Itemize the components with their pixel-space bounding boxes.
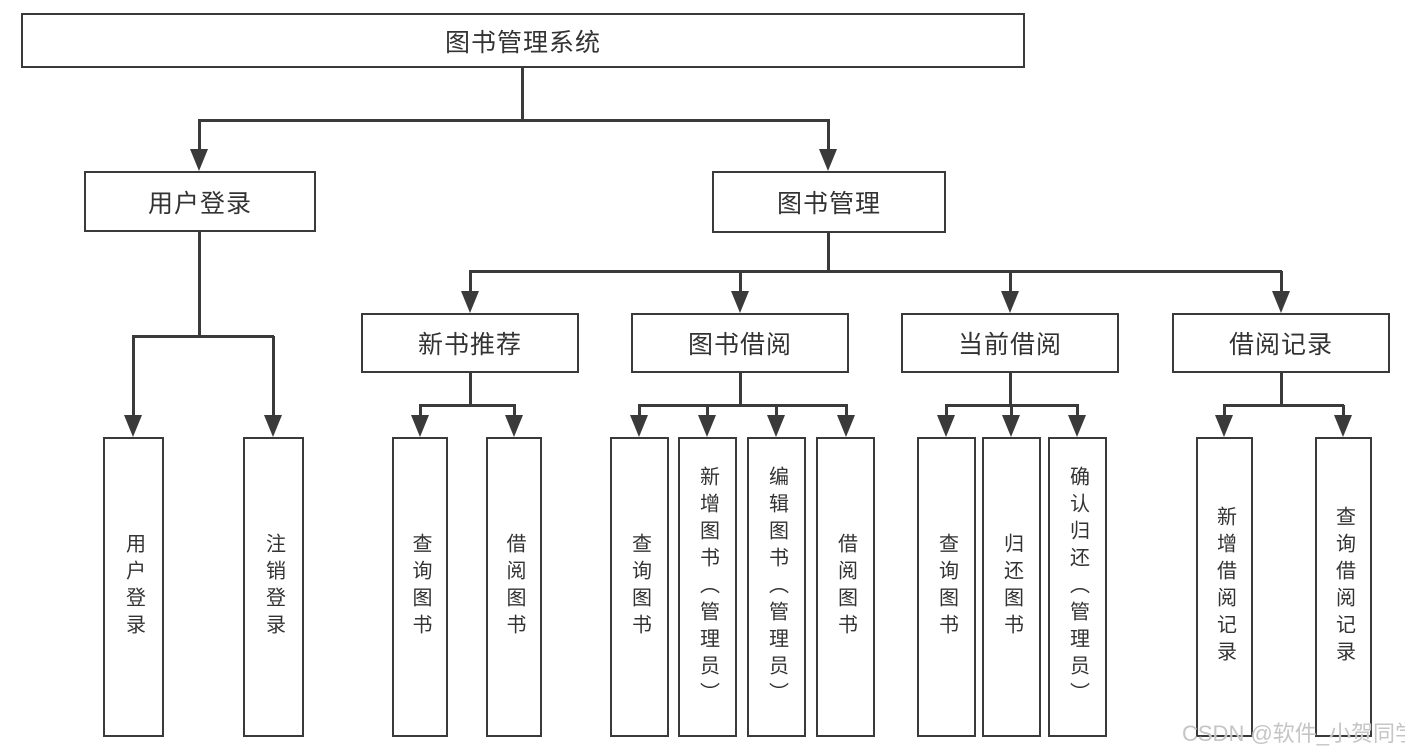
leaf-user-login: 用户登录 bbox=[103, 437, 164, 737]
node-label: 当前借阅 bbox=[957, 331, 1062, 359]
leaf-return-books: 归还图书 bbox=[982, 437, 1041, 737]
leaf-label: 编辑图书（管理员） bbox=[765, 465, 788, 709]
csdn-watermark: CSDN @软件_小贺同学 bbox=[1182, 721, 1405, 746]
node-label: 图书管理系统 bbox=[444, 28, 601, 57]
arrow-down-icon bbox=[1001, 291, 1019, 313]
leaf-confirm-return-admin: 确认归还（管理员） bbox=[1048, 437, 1107, 737]
leaf-label: 确认归还（管理员） bbox=[1066, 465, 1089, 709]
node-label: 图书借阅 bbox=[687, 331, 792, 359]
connector-line bbox=[198, 119, 830, 122]
node-book-management: 图书管理 bbox=[712, 171, 946, 233]
node-current-borrowing: 当前借阅 bbox=[901, 313, 1119, 373]
connector-line bbox=[272, 336, 275, 417]
node-user-login: 用户登录 bbox=[84, 171, 316, 232]
leaf-add-borrow-record: 新增借阅记录 bbox=[1196, 437, 1253, 737]
leaf-label: 借阅图书 bbox=[503, 533, 525, 641]
connector-line bbox=[469, 270, 1282, 273]
arrow-down-icon bbox=[837, 415, 855, 437]
arrow-down-icon bbox=[1002, 415, 1020, 437]
node-label: 新书推荐 bbox=[417, 331, 522, 359]
leaf-query-books: 查询图书 bbox=[392, 437, 448, 737]
leaf-borrow-books: 借阅图书 bbox=[816, 437, 875, 737]
connector-line bbox=[827, 233, 830, 272]
arrow-down-icon bbox=[190, 149, 208, 171]
connector-line bbox=[827, 120, 830, 152]
connector-line bbox=[739, 271, 742, 293]
connector-line bbox=[1280, 373, 1283, 406]
leaf-label: 查询图书 bbox=[628, 533, 651, 641]
connector-line bbox=[1223, 404, 1344, 407]
connector-line bbox=[419, 404, 516, 407]
node-book-borrowing: 图书借阅 bbox=[631, 313, 849, 373]
arrow-down-icon bbox=[1272, 291, 1290, 313]
arrow-down-icon bbox=[505, 415, 523, 437]
connector-line bbox=[1280, 271, 1283, 293]
leaf-label: 查询借阅记录 bbox=[1332, 506, 1355, 668]
connector-line bbox=[638, 404, 848, 407]
leaf-label: 借阅图书 bbox=[834, 533, 857, 641]
arrow-down-icon bbox=[937, 415, 955, 437]
arrow-down-icon bbox=[1215, 415, 1233, 437]
connector-line bbox=[198, 120, 201, 152]
leaf-label: 新增借阅记录 bbox=[1213, 506, 1236, 668]
node-borrowing-records: 借阅记录 bbox=[1172, 313, 1390, 373]
leaf-label: 注销登录 bbox=[262, 533, 285, 641]
arrow-down-icon bbox=[630, 415, 648, 437]
connector-line bbox=[1009, 271, 1012, 293]
leaf-query-books: 查询图书 bbox=[917, 437, 976, 737]
leaf-label: 新增图书（管理员） bbox=[696, 465, 719, 709]
connector-line bbox=[132, 336, 135, 417]
connector-line bbox=[419, 405, 422, 417]
arrow-down-icon bbox=[1334, 415, 1352, 437]
leaf-query-books: 查询图书 bbox=[610, 437, 669, 737]
leaf-label: 查询图书 bbox=[409, 533, 431, 641]
arrow-down-icon bbox=[731, 291, 749, 313]
connector-line bbox=[198, 232, 201, 337]
leaf-logout: 注销登录 bbox=[243, 437, 304, 737]
leaf-label: 查询图书 bbox=[935, 533, 958, 641]
connector-line bbox=[513, 405, 516, 417]
connector-line bbox=[775, 405, 778, 417]
leaf-borrow-books: 借阅图书 bbox=[486, 437, 542, 737]
connector-line bbox=[1076, 405, 1079, 417]
connector-line bbox=[469, 373, 472, 406]
connector-line bbox=[132, 335, 274, 338]
node-label: 图书管理 bbox=[776, 190, 881, 218]
arrow-down-icon bbox=[767, 415, 785, 437]
connector-line bbox=[706, 405, 709, 417]
leaf-add-books-admin: 新增图书（管理员） bbox=[678, 437, 737, 737]
node-label: 借阅记录 bbox=[1228, 331, 1333, 359]
connector-line bbox=[1342, 405, 1345, 417]
connector-line bbox=[469, 271, 472, 293]
leaf-label: 归还图书 bbox=[1000, 533, 1023, 641]
connector-line bbox=[1010, 405, 1013, 417]
connector-line bbox=[1223, 405, 1226, 417]
arrow-down-icon bbox=[698, 415, 716, 437]
arrow-down-icon bbox=[1068, 415, 1086, 437]
connector-line bbox=[521, 68, 524, 121]
connector-line bbox=[845, 405, 848, 417]
leaf-edit-books-admin: 编辑图书（管理员） bbox=[747, 437, 806, 737]
arrow-down-icon bbox=[411, 415, 429, 437]
arrow-down-icon bbox=[819, 149, 837, 171]
leaf-query-borrow-record: 查询借阅记录 bbox=[1315, 437, 1372, 737]
connector-line bbox=[945, 405, 948, 417]
arrow-down-icon bbox=[264, 415, 282, 437]
arrow-down-icon bbox=[461, 291, 479, 313]
connector-line bbox=[638, 405, 641, 417]
node-new-book-recommendation: 新书推荐 bbox=[361, 313, 579, 373]
node-library-management-system: 图书管理系统 bbox=[21, 13, 1025, 68]
node-label: 用户登录 bbox=[147, 189, 252, 218]
leaf-label: 用户登录 bbox=[122, 533, 145, 641]
arrow-down-icon bbox=[124, 415, 142, 437]
connector-line bbox=[739, 373, 742, 406]
connector-line bbox=[1009, 373, 1012, 406]
